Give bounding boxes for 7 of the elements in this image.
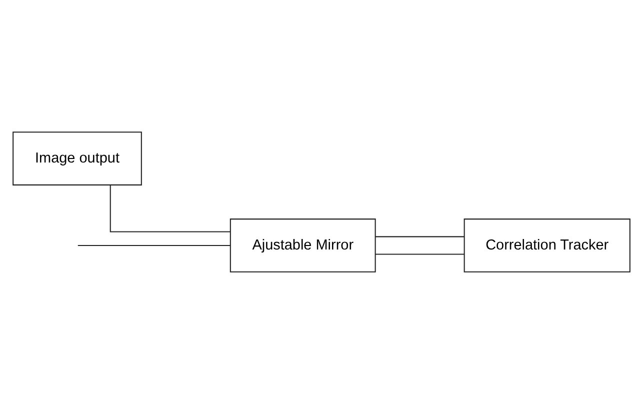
node-box: Ajustable Mirror	[230, 218, 376, 272]
connector	[110, 184, 230, 232]
node-box: Correlation Tracker	[464, 218, 630, 272]
connector	[78, 244, 230, 246]
node-box: Image output	[12, 131, 142, 185]
connector	[375, 236, 464, 237]
connector	[376, 253, 464, 254]
